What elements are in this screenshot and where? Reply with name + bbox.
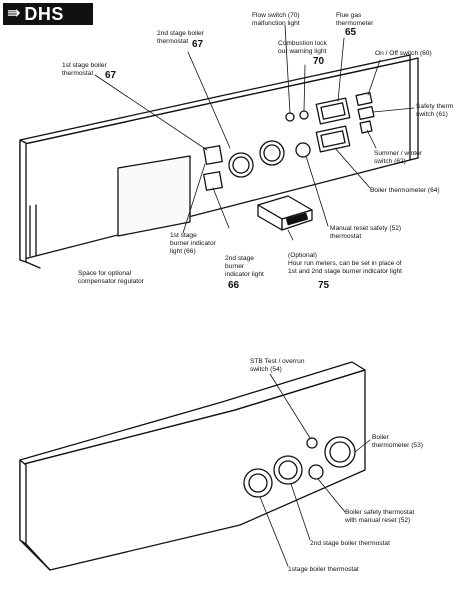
num-flue-gas-thermometer: 65 xyxy=(345,27,357,38)
label-manual-reset-safety: Manual reset safety (52) thermostat xyxy=(330,225,402,240)
bottom-leader-lines xyxy=(259,373,371,567)
label-bottom-boiler-2nd-thermostat: 2nd stage boiler thermostat xyxy=(310,540,390,547)
label-combustion-lock: Combustion lock our warning light xyxy=(278,40,327,55)
on-off-switch[interactable] xyxy=(355,92,373,106)
stb-test-switch[interactable] xyxy=(306,437,318,449)
dhs-logo: ⇛ DHS xyxy=(3,3,93,25)
label-safety-thermostat-reset: Boiler safety thermostat with manual res… xyxy=(345,509,415,524)
dhs-logo-icon: ⇛ xyxy=(7,5,21,22)
label-flow-switch: Flow switch (70) malfunction light xyxy=(252,12,300,27)
summer-winter-switch[interactable] xyxy=(359,120,373,134)
num-combustion-lock: 70 xyxy=(313,56,325,67)
top-control-panel xyxy=(19,54,419,269)
label-boiler-1st-thermostat: 1st stage boiler thermostat xyxy=(62,62,107,77)
flow-switch-light xyxy=(285,112,295,122)
label-bottom-boiler-1st-thermostat: 1stage boiler thermostat xyxy=(288,566,359,573)
num-burner-2nd-indicator: 66 xyxy=(228,280,240,291)
label-boiler-thermometer: Boiler thermometer (64) xyxy=(370,187,440,194)
hour-run-meter xyxy=(257,195,313,231)
bottom-boiler-2nd-thermostat-knob[interactable] xyxy=(273,455,303,485)
num-boiler-1st-thermostat: 67 xyxy=(105,70,117,81)
bottom-boiler-1st-thermostat-knob[interactable] xyxy=(243,468,273,498)
label-flue-gas-thermometer: Flue gas thermometer xyxy=(336,12,374,27)
boiler-2nd-thermostat-knob[interactable] xyxy=(259,140,285,166)
label-safety-thermo-switch: Safety therm switch (61) xyxy=(416,103,454,118)
bottom-boiler-thermometer-dial xyxy=(324,436,356,468)
label-burner-2nd-indicator: 2nd stage burner indicator light xyxy=(225,255,264,278)
safety-thermo-switch[interactable] xyxy=(357,106,375,120)
num-boiler-2nd-thermostat: 67 xyxy=(192,39,204,50)
label-summer-winter-switch: Summer / winter switch (62) xyxy=(374,150,422,165)
label-on-off-switch: On / Off switch (60) xyxy=(375,50,432,57)
flue-gas-thermometer xyxy=(315,97,351,125)
boiler-thermometer-dial xyxy=(295,142,311,158)
burner-2nd-indicator-light xyxy=(203,171,223,191)
burner-1st-indicator-light xyxy=(203,145,223,165)
label-boiler-2nd-thermostat: 2nd stage boiler thermostat xyxy=(157,30,204,45)
label-optional-hour-meters: (Optional) Hour run meters, can be set i… xyxy=(288,252,402,275)
brand-name: DHS xyxy=(24,3,64,24)
combustion-lock-light xyxy=(299,110,309,120)
label-compensator-space: Space for optional compensator regulator xyxy=(78,270,144,285)
bottom-safety-thermostat-reset[interactable] xyxy=(308,464,324,480)
label-burner-1st-indicator: 1st stage burner indicator light (66) xyxy=(170,232,216,255)
num-optional-hour-meters: 75 xyxy=(318,280,330,291)
label-stb-test-switch: STB Test / overrun switch (54) xyxy=(250,358,305,373)
label-bottom-boiler-thermometer: Boiler thermometer (53) xyxy=(372,434,423,449)
boiler-1st-thermostat-knob[interactable] xyxy=(228,152,254,178)
top-leader-lines xyxy=(94,24,415,241)
boiler-thermometer-64 xyxy=(315,125,351,153)
compensator-space xyxy=(117,155,191,237)
